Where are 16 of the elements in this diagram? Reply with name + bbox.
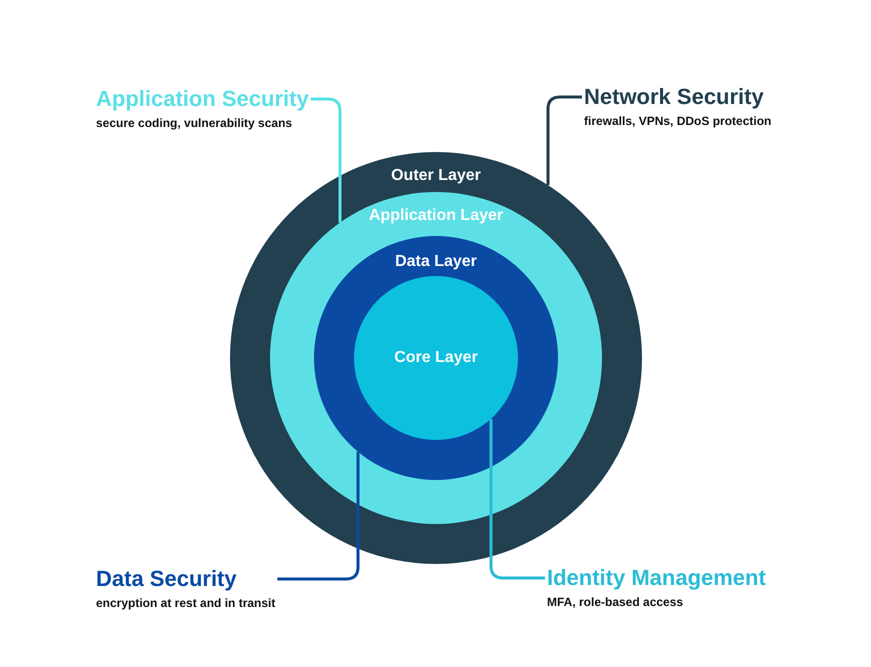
callout-description: encryption at rest and in transit (96, 595, 276, 612)
layer-label: Application Layer (368, 206, 504, 226)
callout-description: secure coding, vulnerability scans (96, 115, 294, 132)
callout-description: MFA, role-based access (547, 594, 684, 611)
leader-line (546, 96, 582, 186)
leader-line (277, 452, 360, 580)
callout-title: Identity Management (547, 565, 766, 591)
callout-title: Network Security (584, 84, 765, 110)
leader-line (310, 98, 342, 223)
layer-label: Core Layer (394, 348, 478, 368)
leader-line (490, 418, 545, 580)
layer-label: Data Layer (395, 252, 477, 272)
callout-description: firewalls, VPNs, DDoS protection (584, 113, 772, 130)
callout-title: Data Security (96, 566, 238, 592)
callout-title: Application Security (96, 86, 309, 112)
layer-label: Outer Layer (391, 166, 481, 186)
